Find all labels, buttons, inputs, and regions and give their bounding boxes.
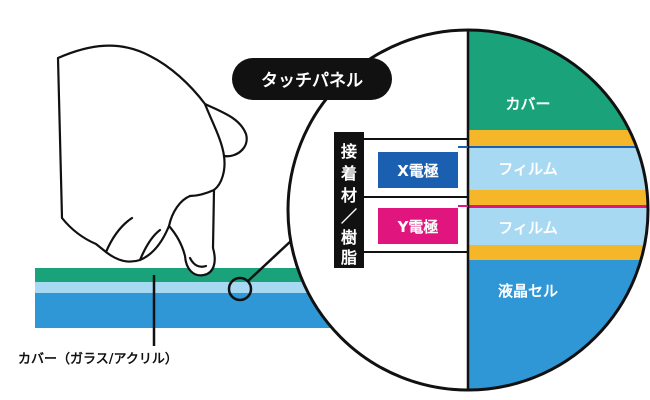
layer-adhesive-3 bbox=[468, 245, 648, 260]
adhesive-char-5: 脂 bbox=[341, 248, 357, 267]
label-lcd: 液晶セル bbox=[498, 282, 558, 300]
adhesive-char-0: 接 bbox=[341, 142, 357, 161]
pointing-hand-icon bbox=[56, 44, 248, 277]
panel-film-layer bbox=[35, 282, 345, 293]
adhesive-char-2: 材 bbox=[341, 186, 357, 205]
panel-lcd-layer bbox=[35, 293, 345, 328]
layer-electrode-x bbox=[468, 146, 648, 148]
label-cover: カバー bbox=[505, 95, 550, 113]
panel-cover-layer bbox=[35, 268, 345, 282]
cover-callout-label: カバー（ガラス/アクリル） bbox=[18, 351, 178, 367]
y-electrode-box bbox=[378, 208, 458, 244]
layer-adhesive-1 bbox=[468, 130, 648, 147]
layer-film-1 bbox=[468, 147, 648, 190]
adhesive-label-box bbox=[334, 132, 364, 268]
layer-adhesive-2 bbox=[468, 190, 648, 205]
page-title: タッチパネル bbox=[261, 71, 363, 91]
magnifier-circle-icon bbox=[227, 239, 293, 302]
layer-electrode-y bbox=[468, 205, 648, 208]
panel-stack bbox=[35, 268, 345, 328]
magnified-circle-outline bbox=[286, 28, 650, 392]
title-pill: タッチパネル bbox=[232, 58, 392, 100]
label-film-2: フィルム bbox=[498, 219, 557, 237]
layer-cover bbox=[468, 30, 648, 130]
x-electrode-label: X電極 bbox=[397, 162, 439, 180]
y-electrode-label: Y電極 bbox=[397, 218, 439, 236]
adhesive-char-3: ／ bbox=[341, 207, 357, 226]
adhesive-char-4: 樹 bbox=[341, 228, 357, 247]
adhesive-pointers bbox=[352, 138, 468, 253]
layer-lcd bbox=[468, 260, 648, 390]
label-film-1: フィルム bbox=[498, 160, 557, 178]
x-electrode-box bbox=[378, 152, 458, 188]
adhesive-char-1: 着 bbox=[340, 164, 357, 183]
layer-film-2 bbox=[468, 208, 648, 245]
